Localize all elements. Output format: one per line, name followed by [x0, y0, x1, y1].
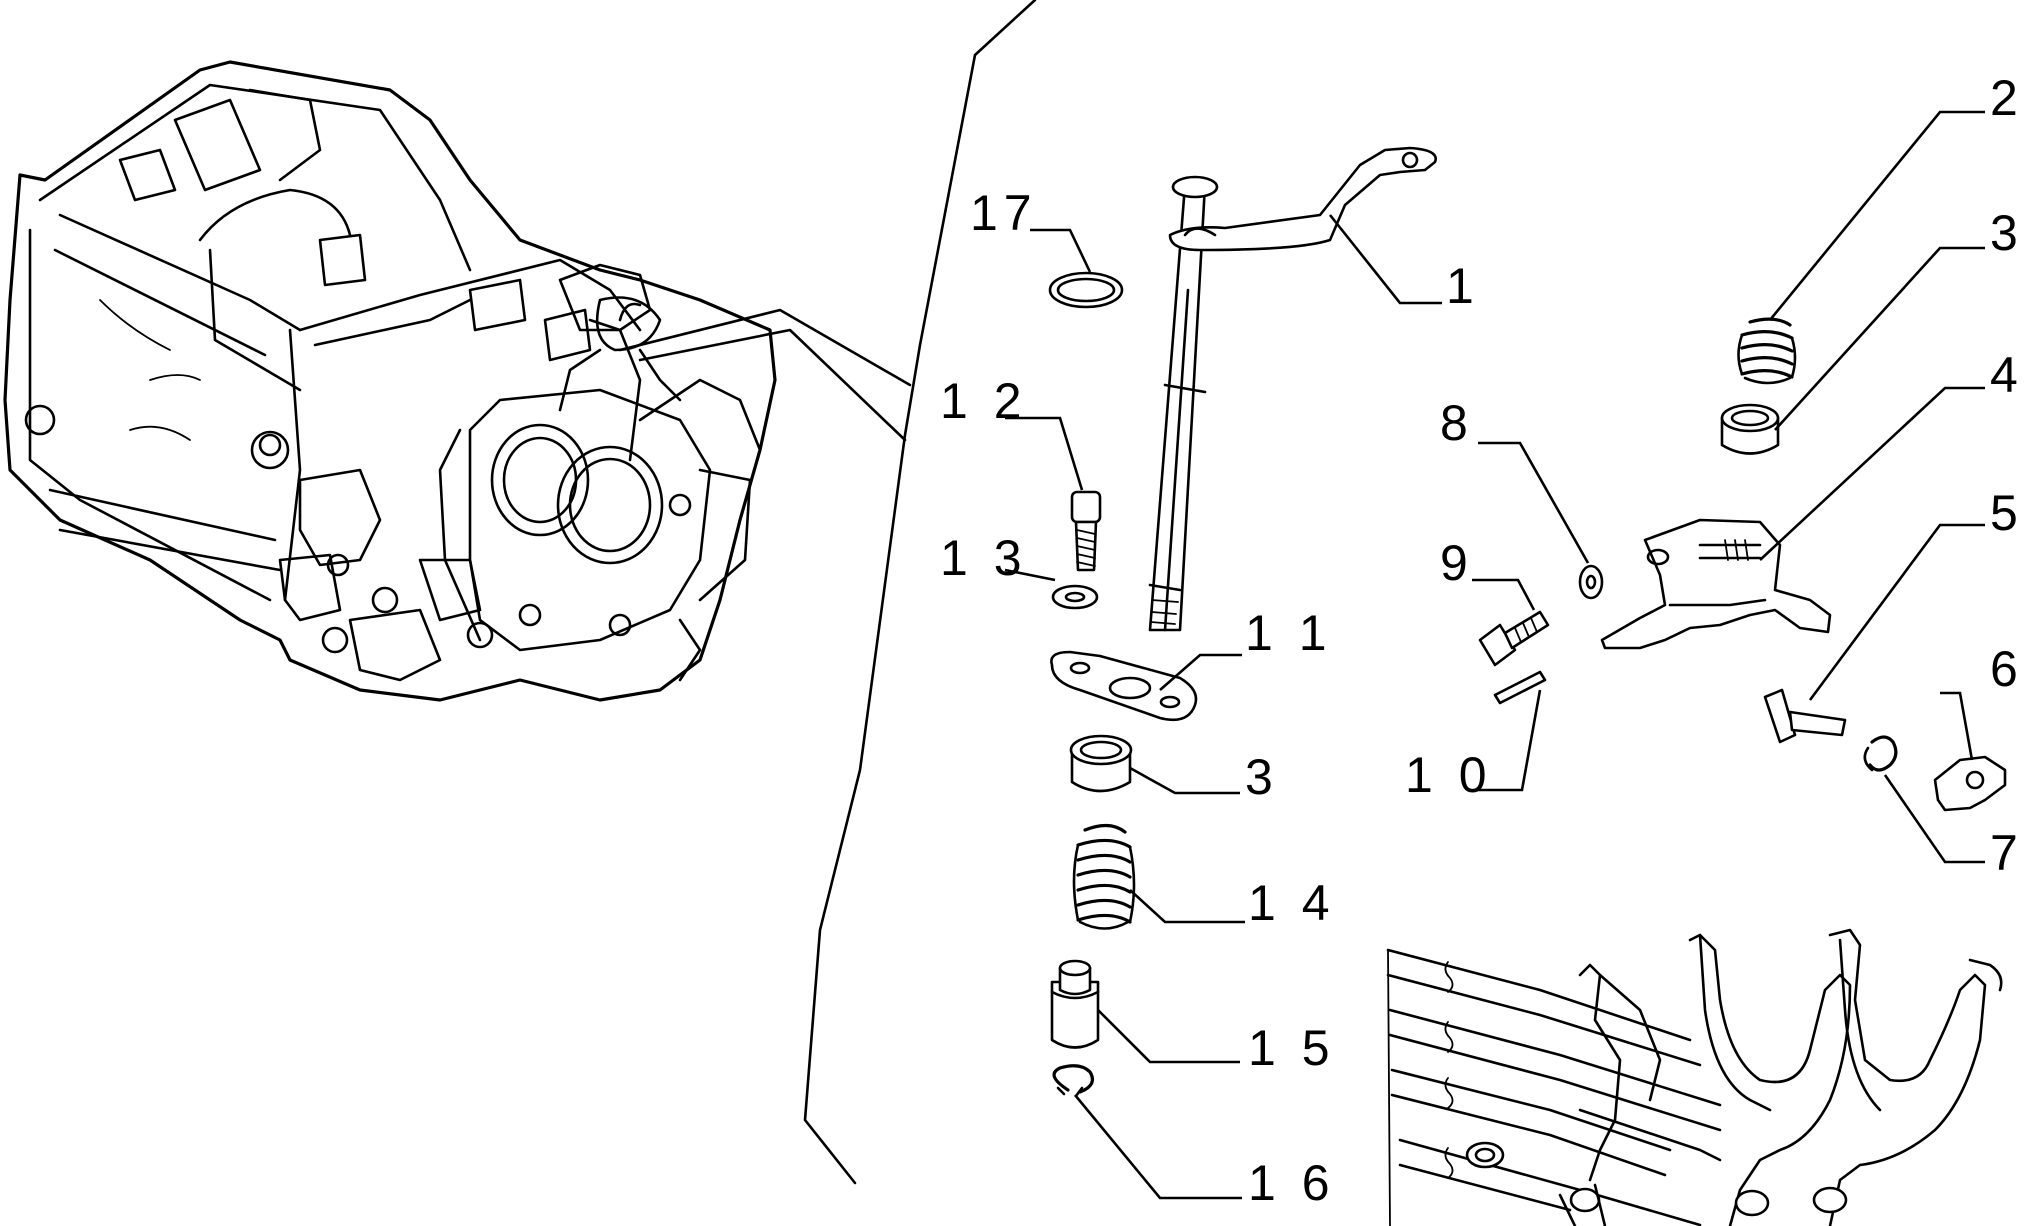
- part-6-bracket: [1933, 755, 2007, 812]
- callout-1: 1: [1446, 258, 1480, 314]
- leader-17: [1030, 228, 1092, 273]
- part-1-selector-shaft: [1148, 146, 1437, 632]
- leader-11: [1159, 653, 1242, 691]
- part-15-plug: [1050, 959, 1100, 1049]
- leader-12: [1005, 416, 1084, 491]
- callout-3-upper: 3: [1990, 205, 2024, 261]
- part-10-pin: [1493, 670, 1547, 705]
- leader-9: [1472, 578, 1536, 611]
- gearbox-housing-illustration: [3, 60, 777, 702]
- callout-3-lower: 3: [1245, 749, 1279, 805]
- callout-13: 1 3: [940, 530, 1028, 586]
- leader-1: [1328, 214, 1442, 305]
- leader-6: [1940, 691, 1974, 761]
- detail-break-line: [803, 0, 1037, 1185]
- callout-15: 1 5: [1248, 1020, 1336, 1076]
- part-8-washer: [1578, 564, 1604, 600]
- part-2-spring: [1737, 317, 1797, 385]
- part-4-selector-lever: [1600, 518, 1832, 650]
- callout-5: 5: [1990, 485, 2024, 541]
- part-16-circlip: [1052, 1064, 1094, 1098]
- callout-6: 6: [1990, 641, 2024, 697]
- callout-7: 7: [1990, 825, 2024, 881]
- part-14-spring: [1072, 823, 1136, 930]
- leader-2: [1768, 110, 1985, 321]
- leader-13: [1004, 568, 1056, 582]
- leader-15: [1097, 1009, 1240, 1064]
- part-7-clip: [1863, 735, 1898, 772]
- callout-14: 1 4: [1248, 875, 1336, 931]
- callout-16: 1 6: [1248, 1155, 1336, 1211]
- leader-3-lower: [1129, 766, 1240, 795]
- leader-4: [1759, 386, 1985, 561]
- leader-3-upper: [1774, 246, 1985, 431]
- callout-4: 4: [1990, 347, 2024, 403]
- leader-5: [1808, 523, 1985, 701]
- detail-pointer-lines: [618, 308, 912, 442]
- part-17-o-ring: [1048, 271, 1124, 309]
- callout-17: 17: [970, 185, 1038, 241]
- callout-2: 2: [1990, 70, 2024, 126]
- callout-12: 1 2: [940, 373, 1028, 429]
- fork-rail-assembly-illustration: [1386, 928, 2003, 1226]
- callout-labels: 1 2 3 3 4 5 6 7 8 9 1 0 1 1 1 2 1 3 1 4 …: [940, 70, 2024, 1211]
- part-13-washer: [1051, 584, 1099, 610]
- part-3-bushing-upper: [1720, 403, 1780, 455]
- part-12-bolt: [1070, 490, 1102, 572]
- leader-16: [1073, 1094, 1242, 1200]
- callout-11: 1 1: [1245, 605, 1333, 661]
- callout-8: 8: [1440, 395, 1474, 451]
- callout-10: 1 0: [1405, 747, 1493, 803]
- callout-9: 9: [1440, 535, 1474, 591]
- part-5-pivot-bolt: [1763, 688, 1847, 744]
- part-11-flange-plate: [1050, 650, 1198, 722]
- leader-14: [1129, 889, 1245, 924]
- leader-8: [1478, 441, 1590, 564]
- part-3-bushing-lower: [1069, 734, 1133, 793]
- leader-10: [1475, 689, 1542, 792]
- part-9-bolt: [1478, 610, 1550, 667]
- leader-7: [1883, 774, 1985, 864]
